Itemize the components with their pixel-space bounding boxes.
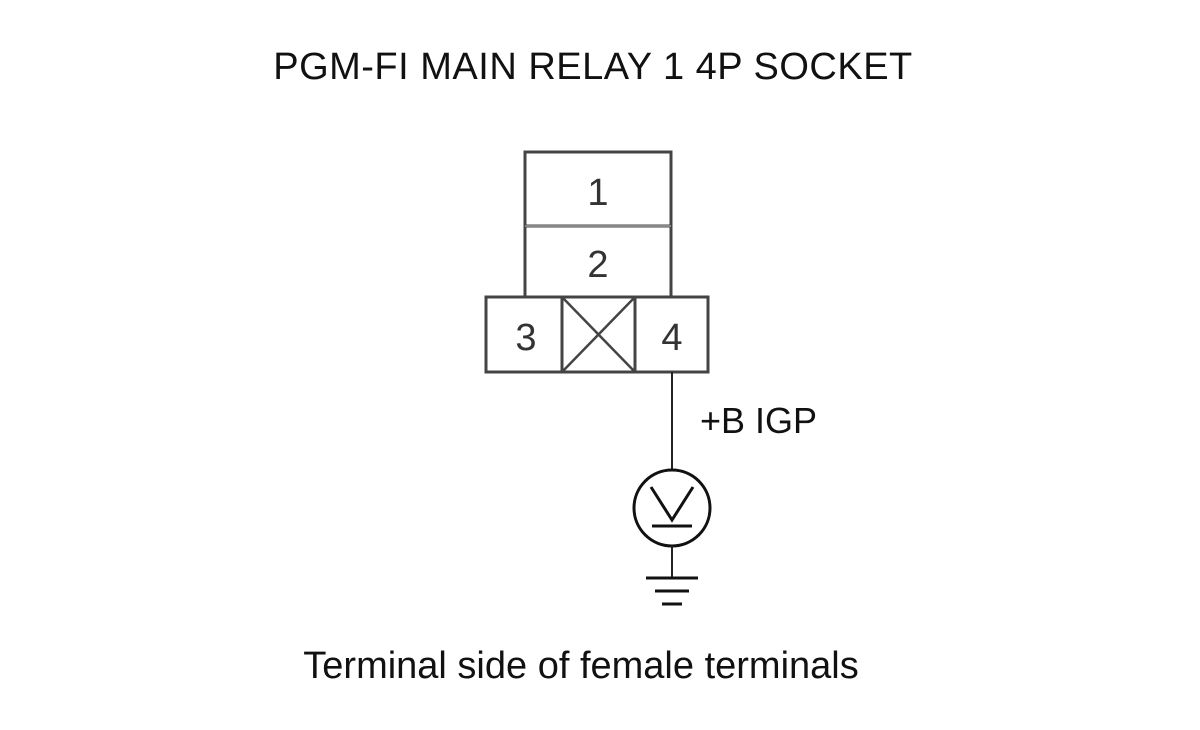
diagram-caption: Terminal side of female terminals <box>303 645 859 687</box>
connector-lower-body <box>484 295 710 374</box>
diagram-title: PGM-FI MAIN RELAY 1 4P SOCKET <box>273 46 913 88</box>
pin-1-cavity <box>523 150 673 228</box>
pin-1-label: 1 <box>587 172 608 214</box>
signal-label: +B IGP <box>700 400 817 441</box>
pin-3-label: 3 <box>515 317 536 359</box>
ground-icon <box>646 576 698 606</box>
pin-2-label: 2 <box>587 244 608 286</box>
blank-cavity-mark <box>561 296 636 373</box>
pin-4-label: 4 <box>661 317 682 359</box>
voltmeter-icon <box>632 468 712 548</box>
